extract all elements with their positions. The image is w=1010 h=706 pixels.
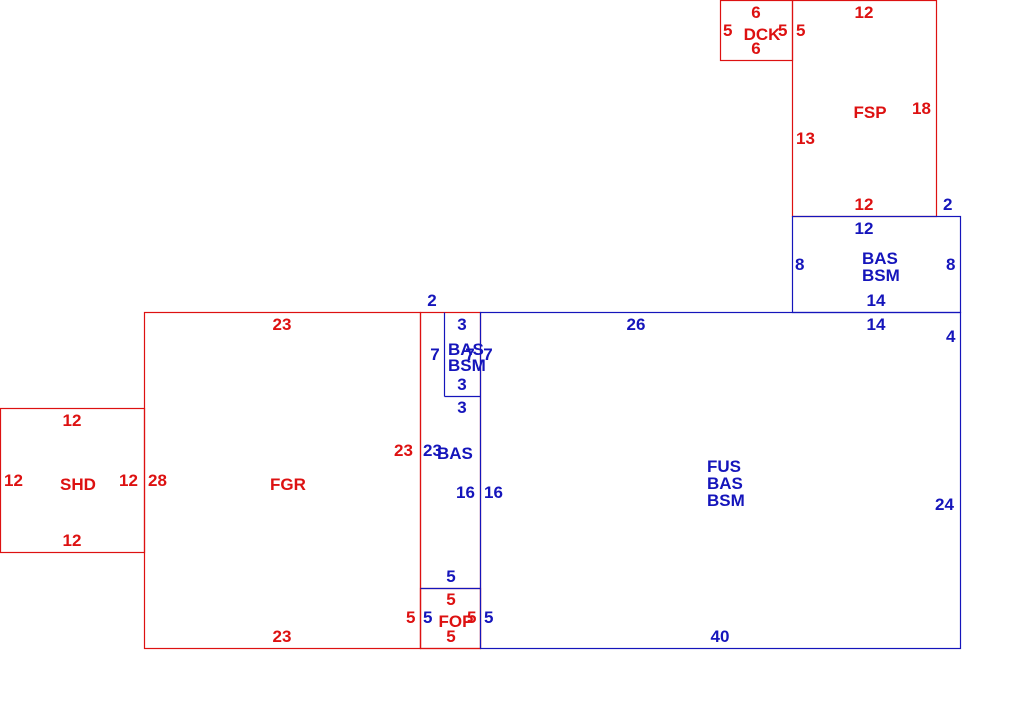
dim-fop-blue-left: 5 — [423, 608, 432, 627]
area-label-strip-bas: BAS — [437, 444, 473, 463]
dim-shd-top: 12 — [63, 411, 82, 430]
dim-upper-bas-bottom: 14 — [867, 291, 886, 310]
dim-fgr-bottom: 23 — [273, 627, 292, 646]
dim-fsp-right: 18 — [912, 99, 931, 118]
dim-upper-bas-corner: 2 — [943, 195, 952, 214]
area-label-small-bsm: BSM — [448, 356, 486, 375]
dim-main-right: 24 — [935, 495, 954, 514]
dim-strip-bottom: 5 — [446, 567, 455, 586]
dim-dck-bottom: 6 — [751, 39, 760, 58]
dim-fgr-left: 28 — [148, 471, 167, 490]
area-label-main-bsm: BSM — [707, 491, 745, 510]
dim-small-top: 3 — [457, 315, 466, 334]
dim-shd-left: 12 — [4, 471, 23, 490]
main-house-outline — [479, 311, 962, 650]
area-label-dck: DCK — [744, 25, 782, 44]
dim-fgr-right: 23 — [394, 441, 413, 460]
dim-small-bottom: 3 — [457, 375, 466, 394]
area-label-fgr: FGR — [270, 475, 306, 494]
dim-upper-bas-top: 12 — [855, 219, 874, 238]
area-label-main-bas: BAS — [707, 474, 743, 493]
area-label-main-fus: FUS — [707, 457, 741, 476]
dim-dck-left: 5 — [723, 21, 732, 40]
dim-small-right: 7 — [465, 345, 474, 364]
dim-upper-bas-left: 8 — [795, 255, 804, 274]
area-label-fop: FOP — [439, 612, 474, 631]
dim-fop-left: 5 — [406, 608, 415, 627]
dim-dck-top: 6 — [751, 3, 760, 22]
dim-upper-bas-right: 8 — [946, 255, 955, 274]
dim-small-left: 7 — [430, 345, 439, 364]
area-label-small-bas: BAS — [448, 340, 484, 359]
dim-main-bottom: 40 — [711, 627, 730, 646]
dim-fop-blue-right: 5 — [484, 608, 493, 627]
dim-fsp-top: 12 — [855, 3, 874, 22]
dim-strip-right: 16 — [456, 483, 475, 502]
dim-strip-corner: 2 — [427, 291, 436, 310]
dim-fsp-left: 13 — [796, 129, 815, 148]
dim-main-top: 26 — [627, 315, 646, 334]
dim-dck-right: 5 — [778, 21, 787, 40]
dim-fsp-bottom: 12 — [855, 195, 874, 214]
dim-small-below: 3 — [457, 398, 466, 417]
area-label-shd: SHD — [60, 475, 96, 494]
dim-fop-top: 5 — [446, 590, 455, 609]
area-label-fsp: FSP — [853, 103, 886, 122]
dim-main-left: 16 — [484, 483, 503, 502]
dim-main-top-right: 14 — [867, 315, 886, 334]
dim-fop-right: 5 — [467, 608, 476, 627]
dim-strip-left: 23 — [423, 441, 442, 460]
area-label-upper-bsm: BSM — [862, 266, 900, 285]
dim-fop-bottom: 5 — [446, 627, 455, 646]
dim-fgr-top: 23 — [273, 315, 292, 334]
dim-shd-right: 12 — [119, 471, 138, 490]
dim-shd-bottom: 12 — [63, 531, 82, 550]
dim-small-right-2: 7 — [483, 345, 492, 364]
dim-main-right-top: 4 — [946, 327, 956, 346]
dim-fsp-right-top: 5 — [796, 21, 805, 40]
area-label-upper-bas: BAS — [862, 249, 898, 268]
